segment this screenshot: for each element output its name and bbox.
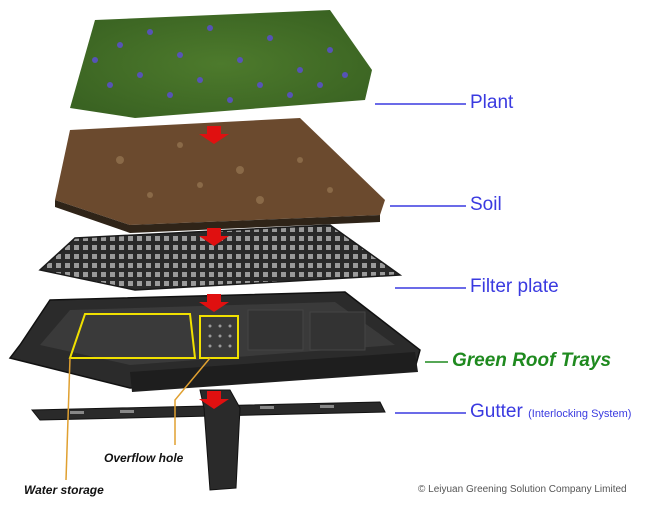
plant-layer bbox=[70, 10, 372, 118]
tray-layer bbox=[8, 291, 421, 392]
water-storage-callout bbox=[68, 313, 197, 359]
arrow-down-icon bbox=[199, 391, 229, 409]
gutter-note: (Interlocking System) bbox=[528, 408, 632, 420]
soil-layer bbox=[55, 118, 385, 233]
flow-arrows bbox=[199, 126, 229, 409]
filter-plate-label: Filter plate bbox=[470, 276, 559, 297]
arrow-down-icon bbox=[199, 294, 229, 312]
filter-plate-layer bbox=[38, 224, 403, 291]
label-leaders bbox=[375, 103, 466, 414]
overflow-hole-callout bbox=[199, 315, 239, 359]
copyright-credit: © Leiyuan Greening Solution Company Limi… bbox=[418, 484, 627, 495]
arrow-down-icon bbox=[199, 126, 229, 144]
overflow-hole-label: Overflow hole bbox=[104, 451, 184, 465]
green-roof-trays-label: Green Roof Trays bbox=[452, 350, 612, 371]
gutter-title: Gutter bbox=[470, 401, 523, 422]
water-storage-label: Water storage bbox=[24, 483, 104, 497]
plant-label: Plant bbox=[470, 92, 514, 113]
gutter-layer bbox=[30, 389, 386, 491]
gutter-label: Gutter (Interlocking System) bbox=[470, 401, 631, 423]
soil-label: Soil bbox=[470, 194, 502, 215]
annotation-leaders bbox=[65, 357, 211, 481]
arrow-down-icon bbox=[199, 228, 229, 246]
